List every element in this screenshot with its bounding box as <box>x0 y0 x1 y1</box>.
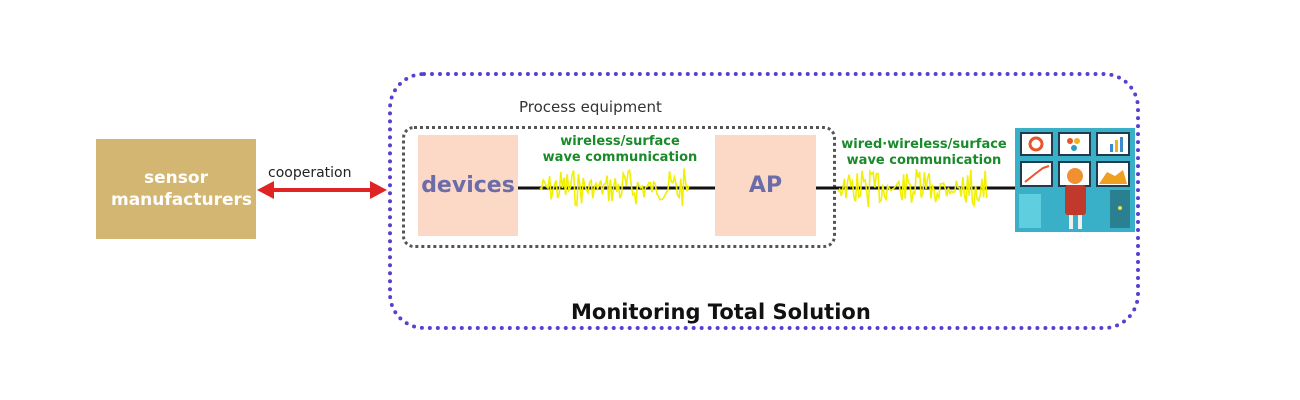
wave-signal-2 <box>837 168 988 209</box>
link1-label-line2: wave communication <box>542 150 698 165</box>
link2-label-line2: wave communication <box>846 153 1002 168</box>
wave-signal-1 <box>539 168 690 207</box>
monitoring-total-solution-boundary <box>388 72 1140 330</box>
devices-label: devices <box>421 173 515 198</box>
ap-label: AP <box>748 173 783 198</box>
devices-node: devices <box>418 135 518 236</box>
link1-label-line1: wireless/surface <box>560 134 680 149</box>
ap-node: AP <box>715 135 816 236</box>
cooperation-label: cooperation <box>268 165 352 181</box>
monitoring-operator-icon <box>1015 128 1135 232</box>
process-equipment-label: Process equipment <box>519 98 662 116</box>
monitoring-total-solution-label: Monitoring Total Solution <box>571 300 871 324</box>
cooperation-arrow <box>257 181 387 199</box>
sensor-manufacturers-box: sensor manufacturers <box>96 139 256 239</box>
link1-label: wireless/surface wave communication <box>530 134 710 166</box>
link2-label-line1: wired·wireless/surface <box>841 137 1007 152</box>
sensor-manufacturers-label: sensor manufacturers <box>111 168 252 210</box>
link2-label: wired·wireless/surface wave communicatio… <box>834 137 1014 169</box>
